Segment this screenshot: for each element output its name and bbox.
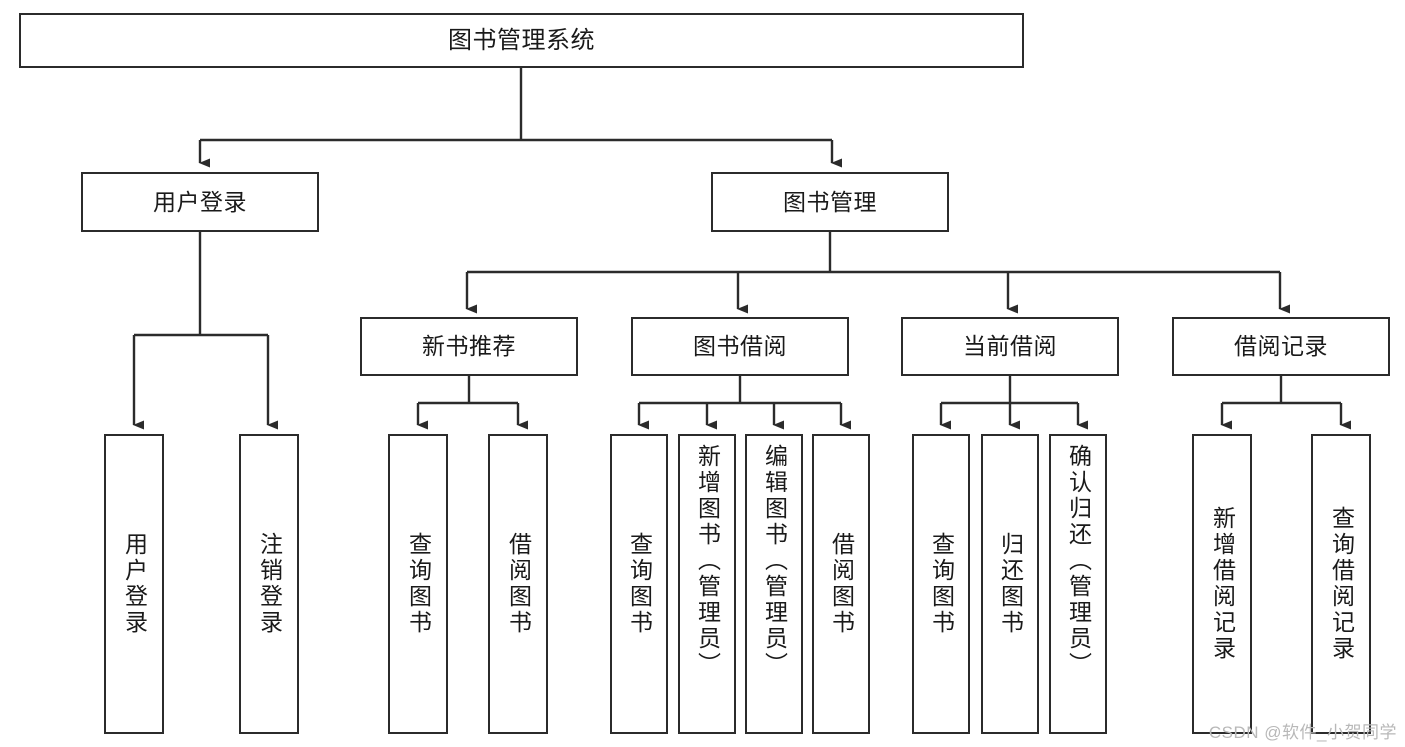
node-leaf-current-return-book[interactable]: 归还图书 — [981, 434, 1039, 734]
node-leaf-recommend-borrow-book-label: 借阅图书 — [505, 532, 532, 636]
node-book-management[interactable]: 图书管理 — [711, 172, 949, 232]
node-root-system[interactable]: 图书管理系统 — [19, 13, 1024, 68]
node-new-book-recommend[interactable]: 新书推荐 — [360, 317, 578, 376]
node-borrow-record-label: 借阅记录 — [1234, 333, 1328, 360]
node-book-management-label: 图书管理 — [783, 188, 877, 215]
node-leaf-recommend-borrow-book[interactable]: 借阅图书 — [488, 434, 548, 734]
node-leaf-borrow-borrow-book[interactable]: 借阅图书 — [812, 434, 870, 734]
node-book-borrow[interactable]: 图书借阅 — [631, 317, 849, 376]
node-leaf-borrow-edit-book[interactable]: 编辑图书（管理员） — [745, 434, 803, 734]
node-new-book-recommend-label: 新书推荐 — [422, 333, 516, 360]
node-leaf-user-login[interactable]: 用户登录 — [104, 434, 164, 734]
node-current-borrow-label: 当前借阅 — [963, 333, 1057, 360]
node-root-system-label: 图书管理系统 — [448, 26, 595, 54]
node-leaf-current-query-book[interactable]: 查询图书 — [912, 434, 970, 734]
node-leaf-current-return-book-label: 归还图书 — [997, 532, 1024, 636]
node-leaf-borrow-query-book-label: 查询图书 — [626, 532, 653, 636]
node-borrow-record[interactable]: 借阅记录 — [1172, 317, 1390, 376]
node-leaf-current-query-book-label: 查询图书 — [928, 532, 955, 636]
node-book-borrow-label: 图书借阅 — [693, 333, 787, 360]
node-leaf-current-confirm-return[interactable]: 确认归还（管理员） — [1049, 434, 1107, 734]
node-leaf-borrow-edit-book-label: 编辑图书（管理员） — [761, 444, 788, 678]
node-leaf-record-add-label: 新增借阅记录 — [1209, 506, 1236, 662]
node-current-borrow[interactable]: 当前借阅 — [901, 317, 1119, 376]
node-leaf-logout[interactable]: 注销登录 — [239, 434, 299, 734]
node-leaf-borrow-add-book-label: 新增图书（管理员） — [694, 444, 721, 678]
node-leaf-record-add[interactable]: 新增借阅记录 — [1192, 434, 1252, 734]
node-leaf-borrow-query-book[interactable]: 查询图书 — [610, 434, 668, 734]
node-leaf-record-query[interactable]: 查询借阅记录 — [1311, 434, 1371, 734]
node-leaf-record-query-label: 查询借阅记录 — [1328, 506, 1355, 662]
node-leaf-recommend-query-book-label: 查询图书 — [405, 532, 432, 636]
csdn-watermark: CSDN @软件_小贺同学 — [1208, 723, 1397, 742]
node-leaf-logout-label: 注销登录 — [256, 532, 283, 636]
node-leaf-user-login-label: 用户登录 — [121, 532, 148, 636]
node-user-login[interactable]: 用户登录 — [81, 172, 319, 232]
node-user-login-label: 用户登录 — [153, 188, 247, 215]
node-leaf-current-confirm-return-label: 确认归还（管理员） — [1065, 444, 1092, 678]
node-leaf-borrow-borrow-book-label: 借阅图书 — [828, 532, 855, 636]
node-leaf-borrow-add-book[interactable]: 新增图书（管理员） — [678, 434, 736, 734]
node-leaf-recommend-query-book[interactable]: 查询图书 — [388, 434, 448, 734]
